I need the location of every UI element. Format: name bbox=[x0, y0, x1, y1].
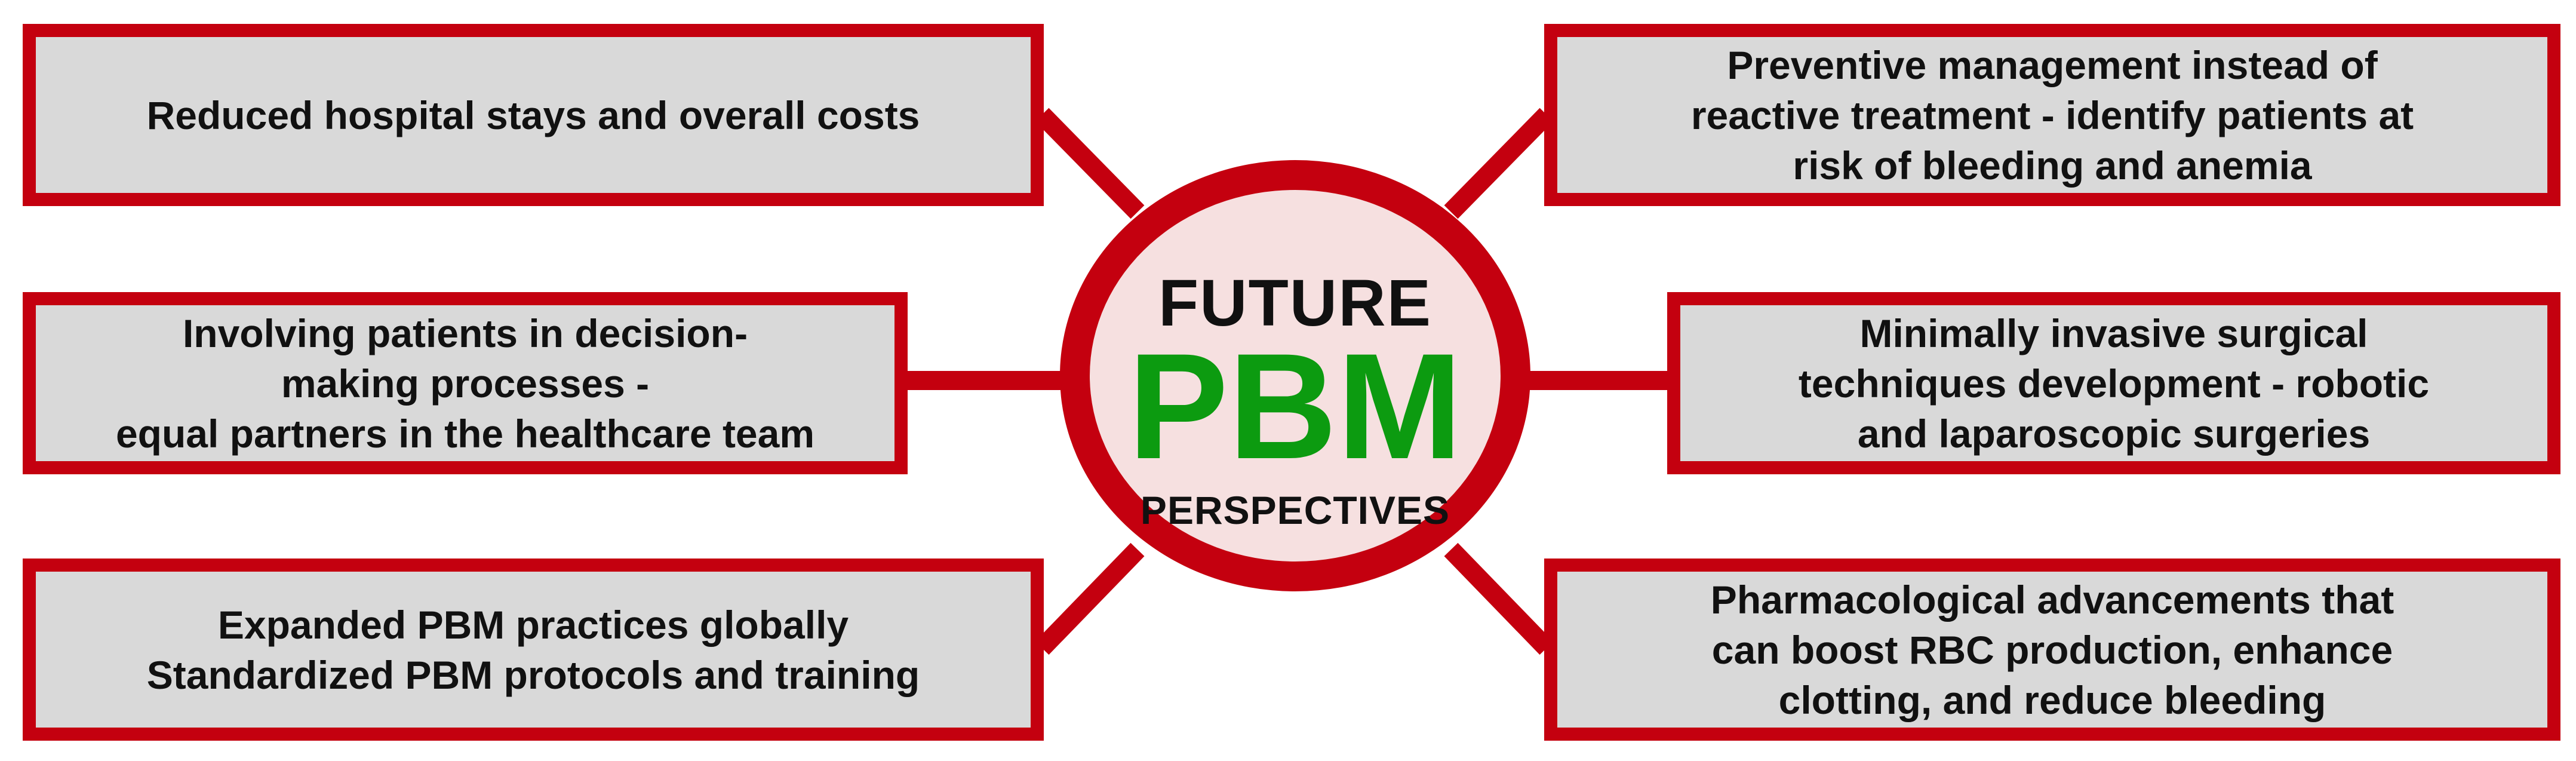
box-bottom-right: Pharmacological advancements that can bo… bbox=[1544, 559, 2560, 741]
box-line: Expanded PBM practices globally bbox=[217, 602, 849, 647]
box-top-right: Preventive management instead of reactiv… bbox=[1544, 24, 2560, 206]
box-line: clotting, and reduce bleeding bbox=[1778, 677, 2326, 722]
connector-top-right bbox=[1444, 108, 1554, 219]
box-middle-right-text: Minimally invasive surgical techniques d… bbox=[1799, 308, 2429, 459]
box-line: making processes - bbox=[281, 361, 650, 406]
hub-title-future: FUTURE bbox=[1158, 266, 1433, 340]
central-hub: FUTURE PBM PERSPECTIVES bbox=[1060, 160, 1530, 591]
box-line: Involving patients in decision- bbox=[182, 311, 748, 355]
box-line: Preventive management instead of bbox=[1727, 42, 2378, 87]
box-bottom-right-text: Pharmacological advancements that can bo… bbox=[1711, 575, 2394, 725]
box-top-left-text: Reduced hospital stays and overall costs bbox=[147, 90, 920, 140]
box-line: risk of bleeding and anemia bbox=[1793, 143, 2312, 188]
hub-title-pbm: PBM bbox=[1128, 323, 1462, 490]
box-middle-left-text: Involving patients in decision- making p… bbox=[116, 308, 814, 459]
box-top-left: Reduced hospital stays and overall costs bbox=[23, 24, 1044, 206]
hub-subtitle-perspectives: PERSPECTIVES bbox=[1140, 488, 1450, 532]
connector-bottom-left bbox=[1035, 542, 1145, 655]
box-line: can boost RBC production, enhance bbox=[1711, 627, 2393, 672]
box-bottom-left: Expanded PBM practices globally Standard… bbox=[23, 559, 1044, 741]
box-line: Standardized PBM protocols and training bbox=[146, 652, 920, 697]
box-bottom-left-text: Expanded PBM practices globally Standard… bbox=[147, 600, 920, 700]
box-line: reactive treatment - identify patients a… bbox=[1690, 93, 2414, 137]
box-line: techniques development - robotic bbox=[1798, 361, 2430, 406]
box-line: Minimally invasive surgical bbox=[1859, 311, 2368, 355]
connector-top-left bbox=[1035, 108, 1145, 219]
box-middle-right: Minimally invasive surgical techniques d… bbox=[1667, 292, 2560, 474]
box-middle-left: Involving patients in decision- making p… bbox=[23, 292, 908, 474]
box-line: Pharmacological advancements that bbox=[1710, 577, 2394, 622]
box-top-right-text: Preventive management instead of reactiv… bbox=[1691, 40, 2414, 191]
box-line: equal partners in the healthcare team bbox=[115, 411, 815, 456]
box-line: and laparoscopic surgeries bbox=[1857, 411, 2371, 456]
box-line: Reduced hospital stays and overall costs bbox=[146, 93, 920, 137]
connector-bottom-right bbox=[1444, 542, 1554, 655]
